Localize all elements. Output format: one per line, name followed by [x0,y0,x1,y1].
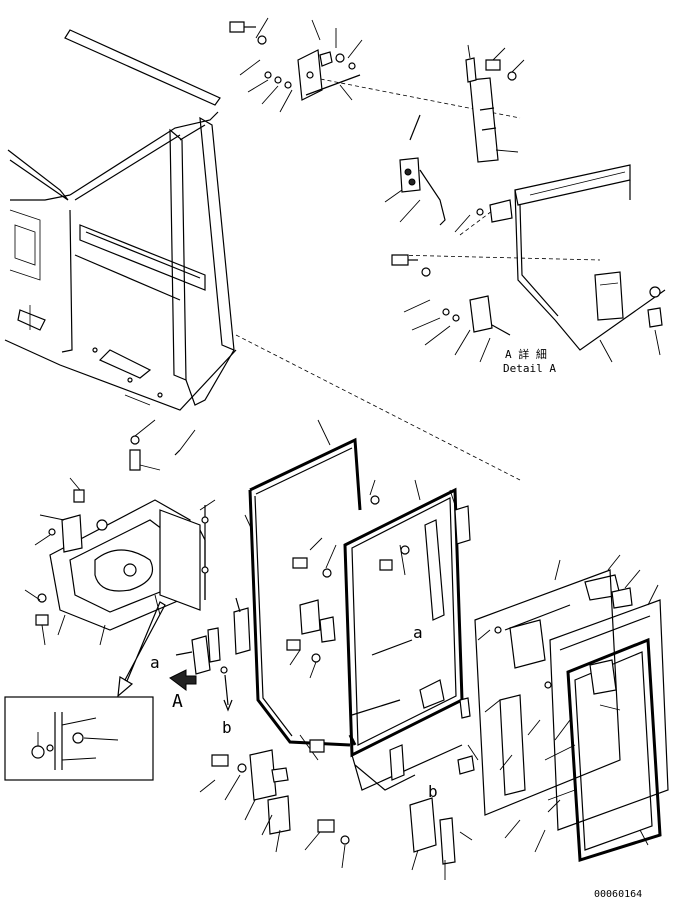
door-seal-frame [244,419,362,761]
alignment-lines [235,74,601,481]
view-arrow-to-inset [117,601,166,698]
drawing-number: 00060164 [594,889,642,900]
detail-a-title-en: Detail A [503,362,556,375]
glass-panel-assembly [474,554,669,863]
detail-a-hinge-panel [384,44,666,363]
inset-detail-box [4,696,154,781]
left-bracket-assembly [24,419,206,646]
view-a-label: A [172,691,183,712]
ref-a-lower-label: a [150,653,160,672]
cab-frame [4,29,237,411]
door-hinges [286,537,337,679]
detail-a-title-jp: A 詳 細 [505,347,547,361]
ref-b-left-label: b [222,718,232,737]
lower-hardware [199,739,473,880]
center-latch-assembly [169,499,251,712]
upper-hinge-assembly [229,17,363,113]
ref-b-right-label: b [428,782,438,801]
ref-a-upper-label: a [413,623,423,642]
door-panel [343,479,479,791]
